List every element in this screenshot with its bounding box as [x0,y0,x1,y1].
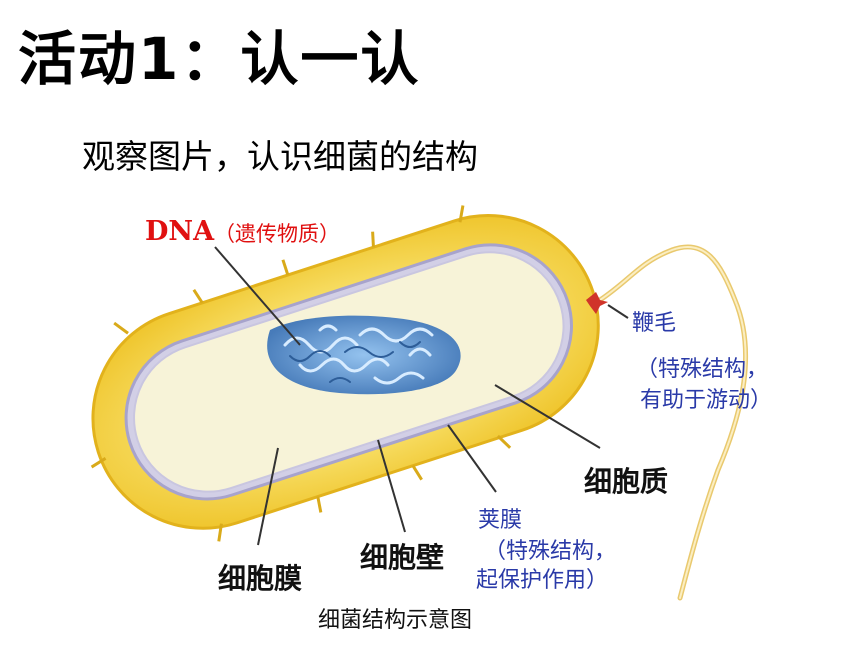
leader-cell-membrane [257,447,279,546]
flagellum-note-line1: （特殊结构， [636,357,769,382]
leader-cell-wall [377,439,406,533]
slide-subtitle: 观察图片，认识细菌的结构 [82,137,478,176]
dna-label: DNA [145,216,215,247]
flagellum-base [586,292,608,314]
leader-dna [214,246,301,346]
slide-title: 活动1：认一认 [18,25,421,93]
capsule-note-line2: 起保护作用） [476,568,609,593]
leader-cytoplasm [494,384,601,449]
leader-capsule [447,424,497,493]
cytoplasm-label: 细胞质 [584,465,669,498]
flagellum [597,244,749,601]
flagellum-label: 鞭毛 [632,311,677,336]
leader-flagellum [607,304,629,319]
capsule-label: 荚膜 [478,508,523,533]
dna-nucleoid [267,315,461,395]
dna-note: （遗传物质） [214,222,340,246]
cell-wall-label: 细胞壁 [360,541,445,574]
cell-membrane-label: 细胞膜 [218,562,303,595]
flagellum-note-line2: 有助于游动） [640,388,773,413]
diagram-caption: 细菌结构示意图 [318,608,473,633]
capsule-note-line1: （特殊结构， [484,539,617,564]
